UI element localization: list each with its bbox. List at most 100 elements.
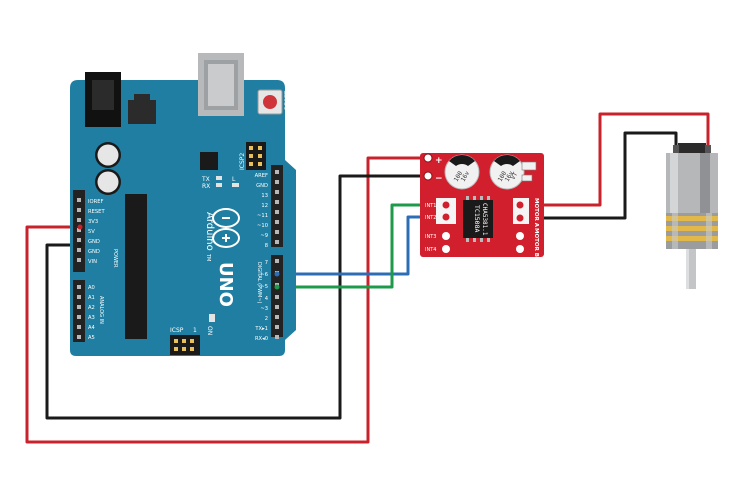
driver-smd-component	[521, 161, 537, 171]
pin-label-gnd-d: GND	[256, 183, 268, 189]
voltage-regulator	[128, 100, 156, 124]
driver-in3-label: INT3	[425, 234, 436, 240]
wire-black-gnd	[45, 174, 430, 420]
pin-label-0: RX◂0	[255, 336, 268, 342]
digital-pin-13	[275, 315, 279, 319]
reset-label: RESET	[284, 90, 291, 110]
pin-label-5: ~5	[260, 284, 268, 290]
digital-pin-14	[275, 325, 279, 329]
tx-label: TX	[201, 176, 210, 183]
on-label: ON	[206, 326, 213, 335]
motor-a-label: MOTOR A	[533, 198, 539, 228]
pin-label-ioref: IOREF	[88, 199, 103, 205]
svg-text:16v: 16v	[504, 170, 516, 183]
icsp-pin1-label: 1	[193, 327, 197, 334]
digital-pin-11	[275, 295, 279, 299]
wire-green-pin5	[273, 203, 439, 289]
pin-label-a5: A5	[88, 335, 95, 341]
analog-pin-5	[77, 335, 81, 339]
driver-input-pins	[436, 198, 456, 253]
pin-label-reset: RESET	[88, 209, 105, 215]
pin-label-a2: A2	[88, 305, 95, 311]
tm-text: TM	[205, 253, 211, 261]
driver-chip: TC1508A CHA5381.1	[463, 196, 493, 242]
motor-shaft	[686, 249, 696, 289]
pin-label-13: 13	[261, 193, 268, 199]
power-pin-3	[77, 228, 81, 232]
icsp-label: ICSP	[170, 327, 184, 334]
driver-in4-label: INT4	[425, 247, 436, 253]
motor-driver-board: + − 100 16v 100 16v VT TC1508A CHA5	[420, 153, 544, 257]
driver-capacitor-1: 100 16v	[444, 154, 480, 190]
power-pin-labels: IOREF RESET 3V3 5V GND GND VIN	[88, 199, 105, 265]
svg-text:100: 100	[453, 170, 465, 183]
digital-pin-2	[275, 190, 279, 194]
power-pin-5	[77, 248, 81, 252]
driver-in2-label: INT2	[425, 215, 436, 221]
driver-plus-label: +	[435, 156, 443, 166]
pin-label-a1: A1	[88, 295, 95, 301]
digital-pin-15	[275, 335, 279, 339]
pin-label-10: ~10	[257, 223, 268, 229]
analog-header	[73, 280, 85, 342]
pin-label-11: ~11	[257, 213, 268, 219]
svg-text:100: 100	[497, 170, 509, 183]
analog-pin-3	[77, 315, 81, 319]
digital-pin-1	[275, 180, 279, 184]
analog-pin-2	[77, 305, 81, 309]
analog-pin-0	[77, 285, 81, 289]
brand-text: Arduino	[204, 212, 215, 251]
pin-label-6: ~6	[260, 272, 268, 278]
digital-pin-6	[275, 230, 279, 234]
analog-pin-1	[77, 295, 81, 299]
pin-label-3v3: 3V3	[88, 219, 98, 225]
dc-gear-motor	[666, 143, 718, 289]
l-label: L	[232, 176, 236, 183]
icsp2-label: ICSP2	[239, 153, 246, 170]
wire-blue-pin6	[273, 215, 439, 276]
pin-label-aref: AREF	[255, 173, 268, 179]
digital-pin-3	[275, 200, 279, 204]
pin-label-8: 8	[265, 243, 268, 249]
pin-label-12: 12	[261, 203, 268, 209]
analog-pin-4	[77, 325, 81, 329]
pin-label-9: ~9	[260, 233, 268, 239]
driver-capacitor-2: 100 16v VT	[489, 154, 525, 190]
digital-pin-4	[275, 210, 279, 214]
chip-text-2: CHA5381.1	[481, 203, 488, 236]
chip-text-1: TC1508A	[473, 205, 481, 232]
digital-pin-7	[275, 240, 279, 244]
on-led	[209, 314, 215, 322]
digital-pin-12	[275, 305, 279, 309]
driver-vcc-terminal	[423, 153, 433, 163]
pin-label-4: 4	[265, 296, 269, 302]
wire-black-motor	[518, 131, 678, 220]
pin-label-3: ~3	[260, 306, 268, 312]
svg-text:16v: 16v	[460, 170, 472, 183]
power-pin-0	[77, 198, 81, 202]
driver-minus-label: −	[435, 174, 443, 184]
pin-label-1: TX▸1	[254, 326, 268, 332]
driver-in1-label: INT1	[425, 203, 436, 209]
power-header-label: POWER	[112, 249, 118, 268]
power-pin-2	[77, 218, 81, 222]
pin-label-a3: A3	[88, 315, 95, 321]
driver-gnd-terminal	[423, 171, 433, 181]
digital-pin-0	[275, 170, 279, 174]
motor-b-label: MOTOR B	[533, 228, 539, 257]
wire-red-5v	[25, 156, 430, 444]
pin-label-vin: VIN	[88, 259, 97, 265]
rx-label: RX	[202, 183, 210, 190]
l-led	[232, 183, 239, 187]
analog-pin-labels: A0 A1 A2 A3 A4 A5	[88, 285, 96, 341]
power-pin-4	[77, 238, 81, 242]
arduino-uno-board: RESET ICSP2 TX RX	[70, 53, 296, 356]
usb-chip	[200, 152, 218, 170]
arduino-logo	[212, 208, 240, 248]
power-header	[73, 190, 85, 272]
icsp2-header: ICSP2	[239, 142, 266, 170]
capacitor-2	[95, 169, 121, 195]
digital-pin-8	[275, 259, 279, 263]
analog-header-label: ANALOG IN	[98, 296, 104, 324]
